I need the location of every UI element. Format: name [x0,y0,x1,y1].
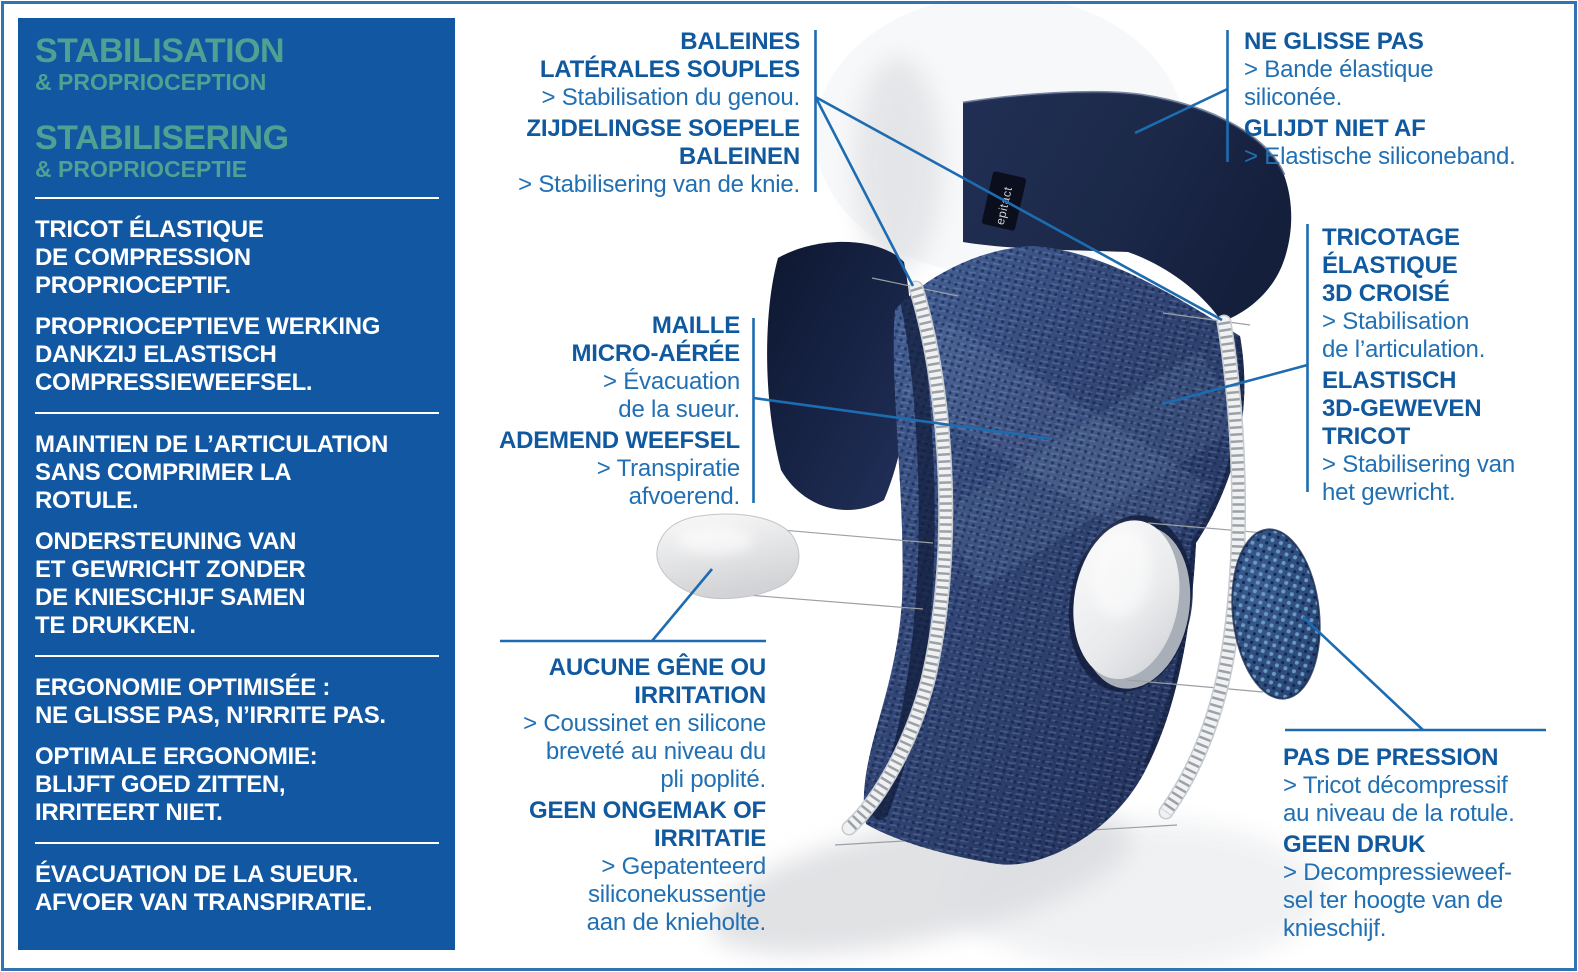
panel-subtitle-nl: & PROPRIOCEPTIE [35,156,248,182]
benefit-nl: AFVOER VAN TRANSPIRATIE. [35,889,373,916]
callout-knit-3d: TRICOTAGE ÉLASTIQUE 3D CROISÉ > Stabilis… [1322,224,1574,510]
connector-lines [500,30,1546,732]
callout-title-fr: NE GLISSE PAS [1244,28,1424,55]
callout-title-fr: PAS DE PRESSION [1283,744,1499,771]
callout-desc-nl: > Transpiratie afvoerend. [596,455,740,510]
right-spiral-stay [1158,314,1247,820]
benefit-nl: OPTIMALE ERGONOMIE: BLIJFT GOED ZITTEN, … [35,743,318,826]
callout-desc-fr: > Bande élastique siliconée. [1244,56,1434,111]
mesh-disc [1231,528,1321,700]
callout-desc-nl: > Decompressieweef- sel ter hoogte van d… [1283,859,1512,942]
callout-no-irritation: AUCUNE GÊNE OU IRRITATION > Coussinet en… [440,654,766,940]
callout-no-pressure: PAS DE PRESSION > Tricot décompressif au… [1283,744,1575,946]
callout-title-nl: ZIJDELINGSE SOEPELE BALEINEN [526,115,800,170]
callout-title-fr: BALEINES LATÉRALES SOUPLES [539,28,800,83]
callout-title-nl: GEEN DRUK [1283,831,1426,858]
knee-sleeve [863,246,1245,865]
callout-desc-fr: > Évacuation de la sueur. [602,368,740,423]
divider [35,655,439,657]
divider [35,842,439,844]
patella-window [1068,515,1193,692]
silicone-pad [656,513,800,599]
panel-title-nl: STABILISERING [35,119,289,157]
panel-title-nl-group: STABILISERING & PROPRIOCEPTIE [35,119,439,183]
benefit-nl: PROPRIOCEPTIEVE WERKING DANKZIJ ELASTISC… [35,313,381,396]
benefit-fr: ÉVACUATION DE LA SUEUR. [35,861,359,888]
divider [35,197,439,199]
left-spiral-stay [841,280,954,836]
callout-side-stays: BALEINES LATÉRALES SOUPLES > Stabilisati… [440,28,800,202]
callout-desc-nl: > Stabilisering van de knie. [518,171,800,198]
callout-title-nl: GEEN ONGEMAK OF IRRITATIE [528,797,766,852]
callout-desc-nl: > Stabilisering van het gewricht. [1322,451,1515,506]
callout-title-nl: ADEMEND WEEFSEL [498,427,740,454]
benefit-fr: TRICOT ÉLASTIQUE DE COMPRESSION PROPRIOC… [35,216,264,299]
callout-title-fr: TRICOTAGE ÉLASTIQUE 3D CROISÉ [1322,224,1460,307]
panel-title-fr-group: STABILISATION & PROPRIOCEPTION [35,32,439,96]
benefits-panel: STABILISATION & PROPRIOCEPTION STABILISE… [18,18,455,950]
callout-desc-fr: > Tricot décompressif au niveau de la ro… [1283,772,1515,827]
callout-micro-mesh: MAILLE MICRO-AÉRÉE > Évacuation de la su… [430,312,740,514]
callout-desc-fr: > Stabilisation du genou. [541,84,800,111]
silicone-strap [962,90,1292,322]
benefit-fr: ERGONOMIE OPTIMISÉE : NE GLISSE PAS, N’I… [35,674,386,729]
panel-title-fr: STABILISATION [35,32,285,70]
callout-desc-fr: > Coussinet en silicone breveté au nivea… [523,710,766,793]
panel-subtitle-fr: & PROPRIOCEPTION [35,69,267,95]
callout-desc-fr: > Stabilisation de l’articulation. [1322,308,1486,363]
callout-title-nl: GLIJDT NIET AF [1244,115,1426,142]
callout-desc-nl: > Gepatenteerd siliconekussentje aan de … [586,853,767,936]
callout-title-fr: MAILLE MICRO-AÉRÉE [571,312,741,367]
callout-no-slip: NE GLISSE PAS > Bande élastique siliconé… [1244,28,1574,174]
benefit-nl: ONDERSTEUNING VAN ET GEWRICHT ZONDER DE … [35,528,306,639]
divider [35,412,439,414]
callout-desc-nl: > Elastische siliconeband. [1244,143,1516,170]
benefit-fr: MAINTIEN DE L’ARTICULATION SANS COMPRIME… [35,431,389,514]
callout-title-nl: ELASTISCH 3D-GEWEVEN TRICOT [1322,367,1482,450]
callout-title-fr: AUCUNE GÊNE OU IRRITATION [548,654,766,709]
strap-back-end [767,241,912,510]
